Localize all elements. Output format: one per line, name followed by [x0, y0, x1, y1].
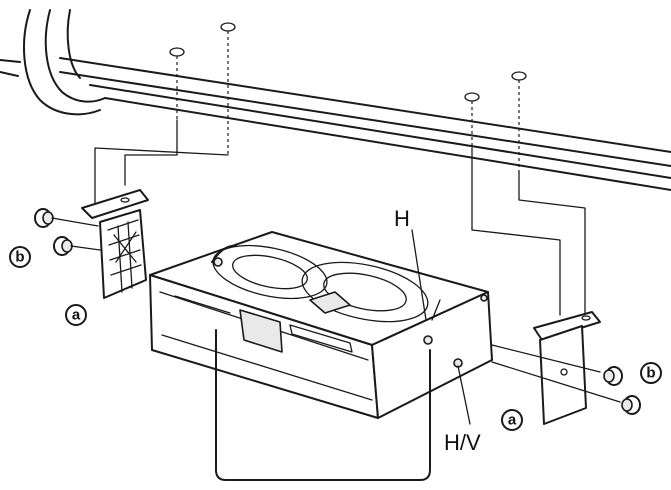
screw-hole-1 [169, 47, 185, 57]
dashboard-frame [0, 9, 671, 191]
screw-hole-2 [220, 22, 236, 32]
screw-hole-3 [464, 92, 480, 102]
label-a-right: a [501, 409, 523, 431]
label-b-right: b [640, 362, 662, 384]
left-screws [34, 208, 101, 256]
svg-text:a: a [508, 412, 517, 429]
right-bracket [533, 311, 601, 425]
frame-screw-holes [169, 22, 527, 102]
label-hv: H/V [444, 430, 481, 455]
svg-text:b: b [646, 365, 655, 382]
svg-text:b: b [15, 249, 24, 266]
label-leaders [411, 229, 471, 425]
label-b-left: b [9, 246, 31, 268]
screw-hole-4 [511, 71, 527, 81]
bracket-leader-lines [94, 119, 586, 316]
left-bracket [81, 189, 149, 299]
cables [211, 244, 431, 481]
label-a-left: a [65, 304, 87, 326]
label-h: H [394, 206, 410, 231]
cd-changer-unit [149, 231, 493, 419]
svg-text:a: a [72, 307, 81, 324]
right-screws [491, 344, 641, 415]
